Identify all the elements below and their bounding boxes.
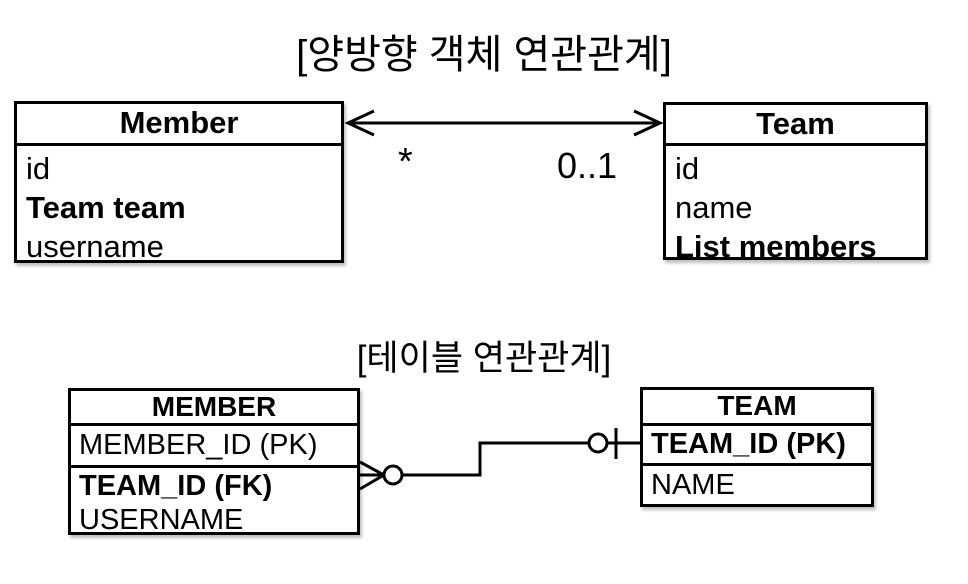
team-class-name: Team [666, 105, 925, 146]
multiplicity-many-label: * [398, 141, 413, 183]
member-table-pk-row: MEMBER_ID (PK) [71, 426, 357, 468]
team-table-pk-row: TEAM_ID (PK) [643, 426, 871, 466]
team-table-name-row: NAME [651, 469, 735, 501]
team-field-members: List members [675, 229, 877, 264]
table-relationship-title: [테이블 연관관계] [356, 339, 612, 378]
member-class-fields: id Team team username [17, 146, 341, 266]
bidirectional-arrow-icon [344, 109, 664, 137]
team-table-box: TEAM TEAM_ID (PK) NAME [640, 387, 874, 507]
multiplicity-zero-or-one-label: 0..1 [557, 145, 618, 186]
member-field-id: id [26, 151, 51, 186]
zero-or-one-marker-icon [587, 428, 640, 459]
member-field-username: username [26, 229, 164, 264]
member-class-name: Member [17, 104, 341, 146]
team-class-box: Team id name List members [663, 102, 928, 264]
team-field-id: id [675, 151, 700, 186]
member-table-username-row: USERNAME [79, 504, 244, 536]
member-class-box: Member id Team team username [14, 101, 344, 266]
member-table-box: MEMBER MEMBER_ID (PK) TEAM_ID (FK) USERN… [68, 388, 360, 536]
zero-or-many-marker-icon [359, 460, 404, 491]
member-table-name: MEMBER [71, 391, 357, 426]
team-class-fields: id name List members [666, 146, 925, 266]
team-table-name: TEAM [643, 390, 871, 426]
member-table-fk-row: TEAM_ID (FK) [79, 470, 273, 502]
connector-elbow-line [402, 441, 589, 477]
member-field-team: Team team [26, 190, 186, 225]
object-association-title: [양방향 객체 연관관계] [296, 33, 672, 77]
team-field-name: name [675, 190, 753, 225]
